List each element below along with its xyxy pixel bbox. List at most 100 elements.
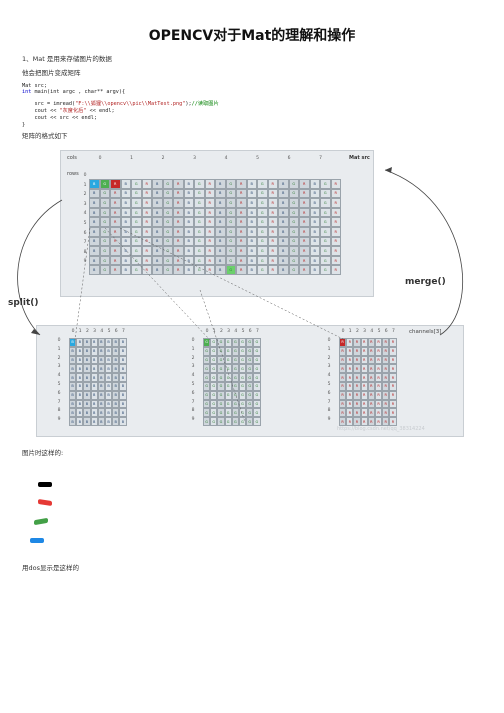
matrix-cell: G <box>225 217 236 227</box>
matrix-cell: B <box>69 408 77 418</box>
code-keyword: int <box>22 89 32 95</box>
matrix-cell: B <box>278 217 289 227</box>
matrix-cell: B <box>215 255 226 266</box>
intro-line-1: 1、Mat 是用来存储图片的数据 <box>22 55 112 63</box>
split-label: split() <box>8 298 39 308</box>
matrix-cell: R <box>173 188 184 199</box>
matrix-cell: R <box>110 265 121 275</box>
mat-src-label: Mat src <box>349 155 370 161</box>
matrix-cell: R <box>374 346 383 356</box>
matrix-cell: R <box>367 399 375 409</box>
matrix-cell: G <box>210 364 218 374</box>
matrix-cell: G <box>99 207 110 218</box>
matrix-cell: G <box>217 338 225 347</box>
matrix-cell: G <box>288 226 299 237</box>
matrix-cell: R <box>374 373 383 382</box>
matrix-cell: R <box>367 390 375 400</box>
channel-row-number: 7 <box>327 399 331 405</box>
matrix-cell: R <box>360 408 368 418</box>
matrix-cell: B <box>112 390 120 400</box>
matrix-cell: B <box>183 236 194 247</box>
matrix-cell: B <box>76 338 84 347</box>
channel-column-number: 3 <box>227 329 231 334</box>
column-number: 1 <box>130 156 133 161</box>
matrix-cell: G <box>131 226 142 237</box>
matrix-cell: B <box>83 390 91 400</box>
matrix-cell: R <box>110 246 121 256</box>
channel-row-number: 1 <box>191 346 195 352</box>
column-number: 4 <box>224 156 228 161</box>
matrix-cell: R <box>236 236 247 247</box>
matrix-cell: B <box>246 226 257 237</box>
matrix-cell: G <box>257 217 268 227</box>
matrix-cell: R <box>346 399 354 409</box>
matrix-cell: G <box>224 364 232 374</box>
matrix-cell: B <box>112 373 120 382</box>
matrix-cell: B <box>215 265 226 275</box>
matrix-cell: G <box>246 338 254 347</box>
matrix-cell: G <box>253 364 261 374</box>
matrix-cell: B <box>152 207 163 218</box>
code-line-3: src = imread("F:\\狐狸\\opencv\\pic\\MatTe… <box>22 101 218 108</box>
matrix-cell: R <box>110 217 121 227</box>
matrix-cell: R <box>173 226 184 237</box>
matrix-cell: R <box>382 408 390 418</box>
matrix-cell: B <box>152 226 163 237</box>
matrix-cell: R <box>382 390 390 400</box>
matrix-cell: R <box>330 265 341 275</box>
channel-column-number: 6 <box>114 329 118 334</box>
split-arrow-head <box>31 329 40 335</box>
row-number: 1 <box>83 182 87 188</box>
matrix-cell: B <box>119 390 127 400</box>
matrix-cell: R <box>173 179 184 189</box>
matrix-cell: R <box>110 255 121 266</box>
matrix-cell: R <box>173 217 184 227</box>
matrix-cell: B <box>69 346 77 356</box>
matrix-cell: G <box>231 373 239 382</box>
matrix-cell: B <box>119 346 127 356</box>
matrix-cell: R <box>236 246 247 256</box>
matrix-cell: G <box>131 188 142 199</box>
matrix-cell: G <box>231 346 239 356</box>
matrix-cell: R <box>330 246 341 256</box>
matrix-cell: R <box>353 417 361 426</box>
matrix-cell: G <box>224 399 232 409</box>
matrix-cell: R <box>382 417 390 426</box>
matrix-cell: G <box>238 408 247 418</box>
matrix-cell: G <box>246 399 254 409</box>
matrix-cell: G <box>238 390 247 400</box>
matrix-cell: B <box>152 265 163 275</box>
matrix-cell: R <box>389 390 397 400</box>
matrix-cell: G <box>131 198 142 208</box>
matrix-cell: G <box>210 408 218 418</box>
matrix-cell: R <box>367 417 375 426</box>
matrix-cell: R <box>330 198 341 208</box>
code-line-1: Mat src; <box>22 83 47 89</box>
matrix-cell: B <box>120 226 131 237</box>
channel-row-number: 2 <box>191 355 195 361</box>
matrix-cell: R <box>110 236 121 247</box>
matrix-cell: B <box>119 408 127 418</box>
matrix-cell: B <box>120 246 131 256</box>
row-number: 0 <box>83 173 87 178</box>
matrix-cell: B <box>89 179 100 189</box>
matrix-cell: R <box>173 198 184 208</box>
merge-arrow <box>384 169 463 336</box>
channel-row-number: 7 <box>57 399 61 405</box>
matrix-cell: B <box>112 399 120 409</box>
matrix-cell: G <box>231 390 239 400</box>
matrix-cell: G <box>203 338 211 347</box>
matrix-cell: R <box>353 338 361 347</box>
matrix-cell: B <box>152 198 163 208</box>
row-number: 9 <box>83 259 87 265</box>
rows-label: rows <box>67 171 79 177</box>
matrix-cell: G <box>231 338 239 347</box>
matrix-cell: R <box>360 373 368 382</box>
matrix-cell: B <box>183 265 194 275</box>
matrix-cell: R <box>141 246 152 256</box>
matrix-cell: B <box>152 236 163 247</box>
matrix-cell: B <box>112 364 120 374</box>
matrix-cell: G <box>253 338 261 347</box>
